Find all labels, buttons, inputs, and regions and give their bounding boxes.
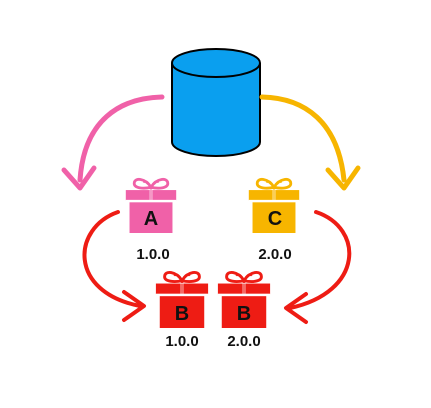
database-top [171, 48, 261, 78]
package-a: A 1.0.0 [124, 177, 178, 263]
package-b-2-name: B [237, 303, 251, 325]
package-b-1-version: 1.0.0 [165, 333, 198, 350]
curved-arrow-icon [259, 94, 347, 183]
package-c-name: C [268, 208, 282, 230]
curved-arrow-icon [77, 94, 165, 183]
package-c-version: 2.0.0 [258, 246, 291, 263]
curved-arrow-icon [82, 210, 142, 308]
package-a-version: 1.0.0 [136, 246, 169, 263]
arrow-database-to-a [61, 94, 165, 191]
database-icon [171, 48, 261, 157]
arrow-database-to-c [259, 94, 361, 191]
database-body [171, 63, 261, 157]
arrow-c-to-b2 [284, 210, 352, 324]
package-a-name: A [144, 208, 158, 230]
package-b-2-version: 2.0.0 [227, 333, 260, 350]
curved-arrow-icon [288, 210, 352, 310]
package-b-1-name: B [175, 303, 189, 325]
package-b-2: B 2.0.0 [216, 270, 272, 350]
package-c: C 2.0.0 [247, 177, 301, 263]
arrow-a-to-b1 [82, 210, 146, 322]
package-b-1: B 1.0.0 [154, 270, 210, 350]
